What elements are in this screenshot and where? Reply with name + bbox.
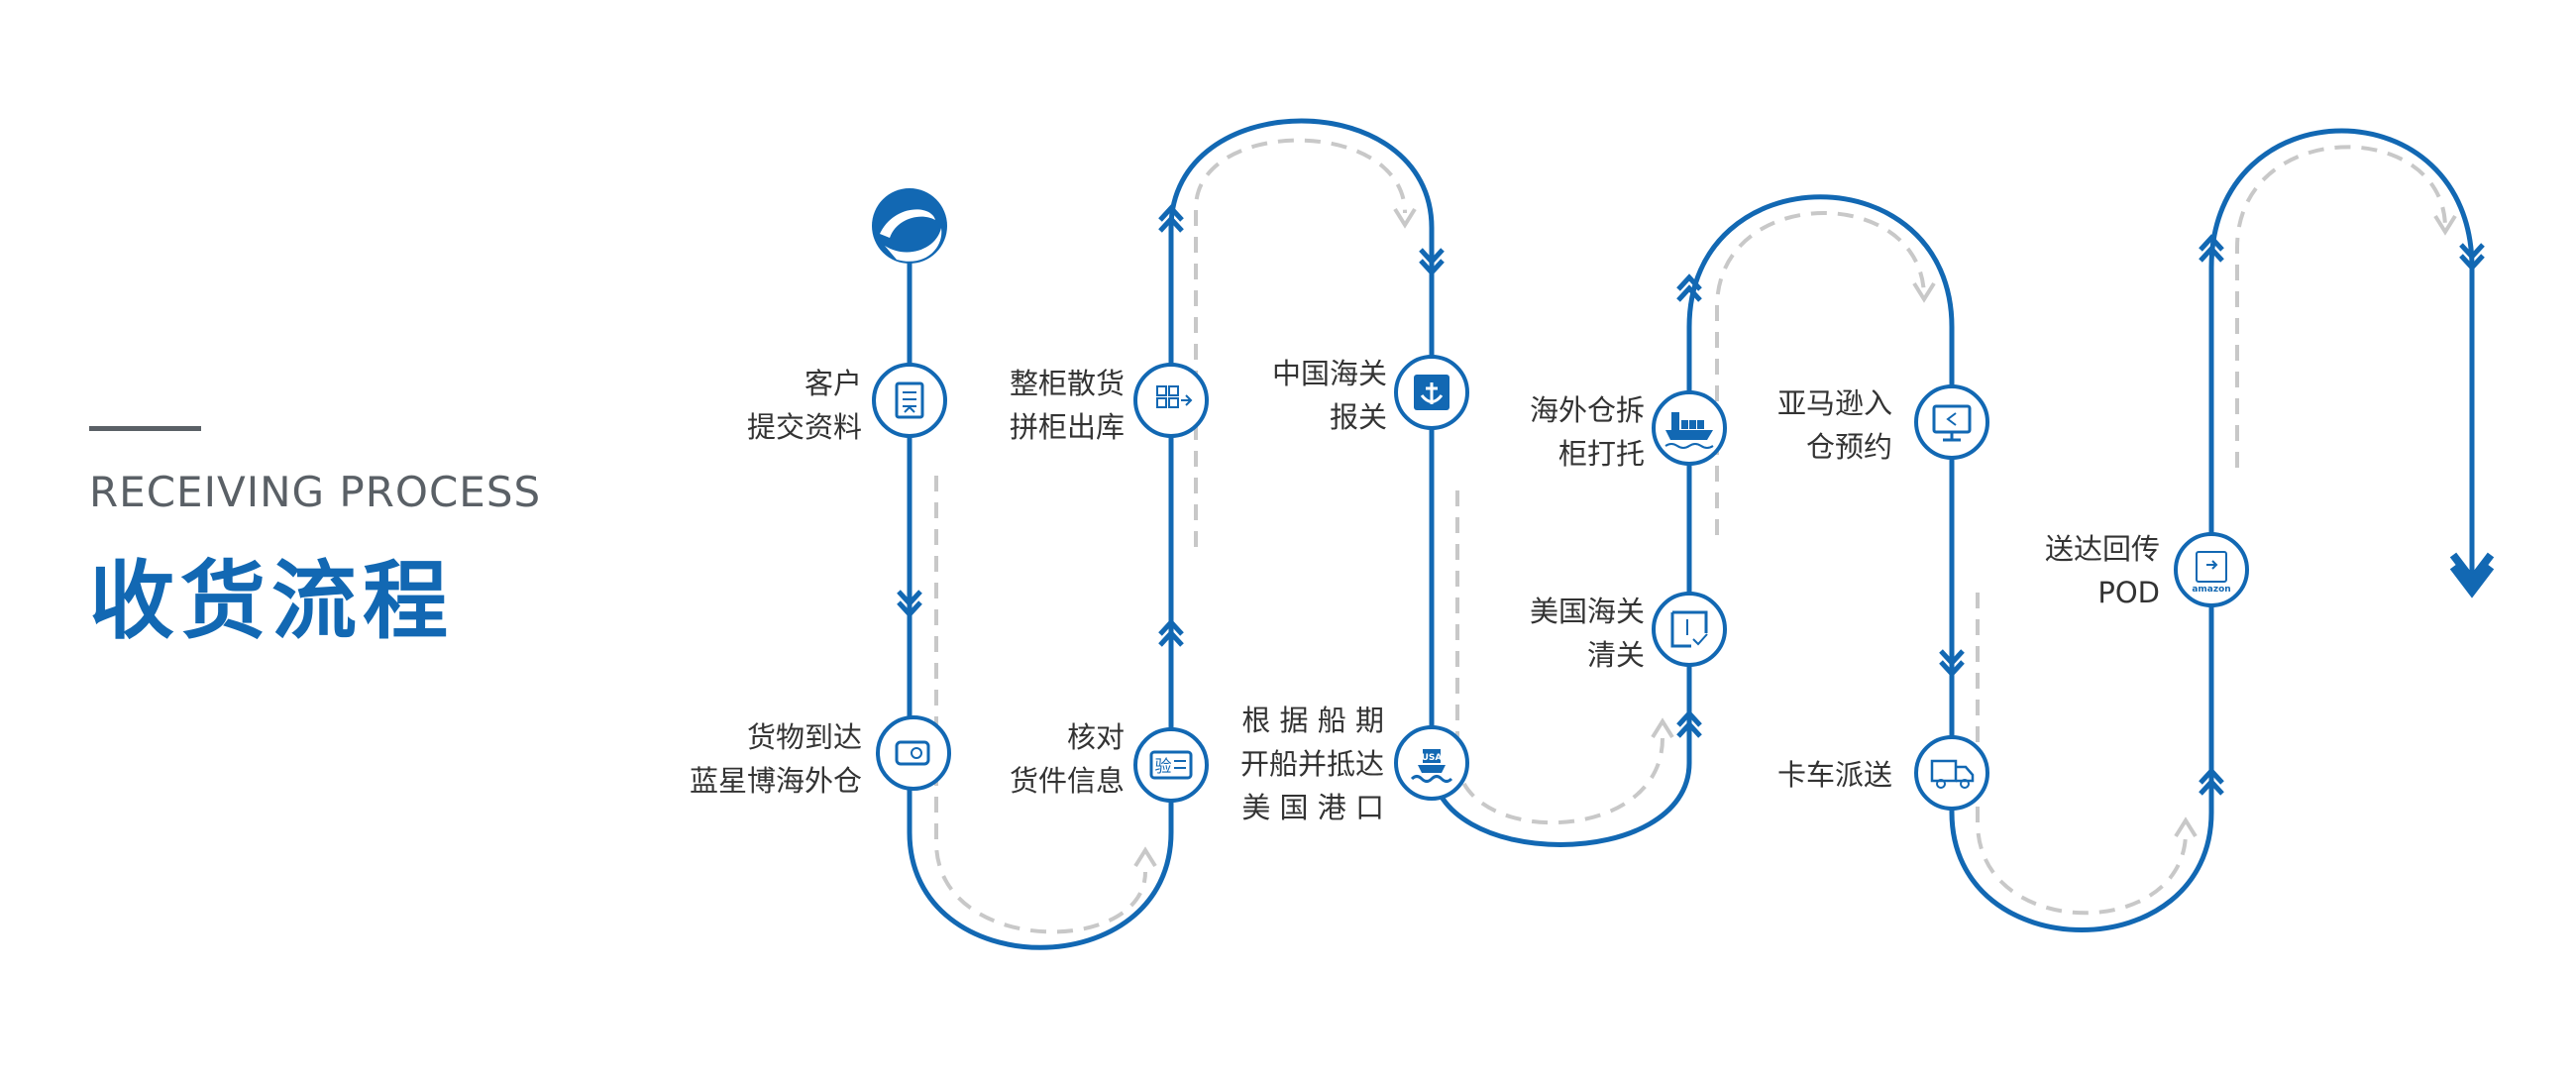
step-label-line: 提交资料 bbox=[746, 410, 862, 444]
flow-arrow bbox=[1676, 273, 1702, 302]
step-node bbox=[1394, 355, 1469, 430]
dashed-arrowhead bbox=[1651, 717, 1674, 739]
monitor-login-icon bbox=[1932, 404, 1972, 442]
step-label: 根 据 船 期开船并抵达美 国 港 口 bbox=[1047, 699, 1384, 829]
step-label: 货物到达蓝星博海外仓 bbox=[525, 715, 862, 803]
cargo-ship-icon bbox=[1664, 412, 1714, 449]
step-label-line: 卡车派送 bbox=[1776, 758, 1892, 792]
step-node bbox=[872, 363, 947, 438]
step-label-line: 海外仓拆 bbox=[1529, 393, 1645, 427]
customs-check-icon bbox=[1670, 610, 1708, 648]
id-card-verify-icon: 验 bbox=[1149, 750, 1193, 780]
dashed-arrowhead bbox=[2174, 816, 2198, 838]
step-node: 验 bbox=[1133, 727, 1209, 803]
grid-out-icon bbox=[1156, 385, 1193, 408]
step-label-line: 仓预约 bbox=[1805, 430, 1892, 464]
ship-usa-icon: USA bbox=[1410, 749, 1453, 783]
step-label: 海外仓拆柜打托 bbox=[1308, 388, 1645, 476]
flow-arrow bbox=[1419, 248, 1445, 276]
step-node-ring bbox=[1652, 592, 1727, 667]
step-label-line: 核对 bbox=[1066, 720, 1125, 754]
flow-arrow bbox=[2199, 767, 2224, 796]
wallet-location-icon bbox=[895, 740, 930, 766]
truck-delivery-icon bbox=[1930, 759, 1975, 789]
step-label-line: POD bbox=[2097, 576, 2160, 609]
step-label: 中国海关报关 bbox=[1050, 352, 1387, 439]
dashed-arrowhead bbox=[1393, 207, 1417, 229]
step-label-line: 报关 bbox=[1329, 400, 1387, 434]
step-node: amazon bbox=[2174, 532, 2249, 607]
step-label: 卡车派送 bbox=[1556, 753, 1892, 797]
page-subtitle: RECEIVING PROCESS bbox=[89, 468, 542, 516]
step-node bbox=[1652, 592, 1727, 667]
step-label-line: 清关 bbox=[1586, 638, 1645, 672]
dashed-arrowhead bbox=[1133, 846, 1157, 868]
flow-arrow bbox=[1158, 204, 1184, 233]
flow-arrow bbox=[1676, 709, 1702, 738]
step-label-line: 开船并抵达 bbox=[1239, 747, 1384, 781]
flow-arrow bbox=[2199, 234, 2224, 263]
anchor-customs-icon bbox=[1414, 375, 1449, 410]
step-node-ring bbox=[1133, 363, 1209, 438]
step-node bbox=[1914, 384, 1989, 460]
company-logo bbox=[872, 188, 947, 264]
step-label: 亚马逊入仓预约 bbox=[1556, 381, 1892, 469]
step-node: USA bbox=[1394, 725, 1469, 801]
icon-text: 验 bbox=[1155, 757, 1172, 777]
step-label-line: 客户 bbox=[804, 367, 862, 400]
flow-arrow bbox=[2459, 243, 2485, 272]
step-label-line: 整柜散货 bbox=[1009, 367, 1125, 400]
title-rule bbox=[89, 426, 201, 431]
dashed-arrowhead bbox=[1912, 281, 1936, 303]
step-label-line: 美 国 港 口 bbox=[1241, 791, 1384, 824]
main-route-line bbox=[907, 118, 2475, 950]
step-label-line: 货件信息 bbox=[1009, 764, 1125, 798]
step-node bbox=[1133, 363, 1209, 438]
step-label-line: 亚马逊入 bbox=[1776, 386, 1892, 420]
icon-text: USA bbox=[1422, 753, 1443, 763]
step-label-line: 中国海关 bbox=[1271, 357, 1387, 390]
step-label: 美国海关清关 bbox=[1308, 590, 1645, 677]
document-upload-icon bbox=[895, 381, 924, 419]
step-label-line: 货物到达 bbox=[746, 720, 862, 754]
step-label: 整柜散货拼柜出库 bbox=[788, 362, 1125, 449]
end-arrow bbox=[2449, 552, 2495, 587]
icon-text: amazon bbox=[2192, 585, 2230, 595]
step-node-ring bbox=[876, 715, 951, 791]
step-label-line: 根 据 船 期 bbox=[1241, 704, 1384, 737]
step-label-line: 拼柜出库 bbox=[1009, 410, 1125, 444]
end-arrow bbox=[2449, 564, 2495, 598]
step-label: 送达回传 POD bbox=[1823, 527, 2160, 614]
step-node-ring bbox=[1133, 727, 1209, 803]
flow-arrow bbox=[1939, 649, 1965, 678]
step-label: 核对货件信息 bbox=[788, 715, 1125, 803]
dashed-guide-line bbox=[934, 138, 2447, 934]
step-node-ring bbox=[2174, 532, 2249, 607]
dashed-arrowhead bbox=[2433, 214, 2457, 236]
step-label-line: 蓝星博海外仓 bbox=[689, 764, 862, 798]
amazon-box-icon: amazon bbox=[2192, 551, 2231, 595]
step-node bbox=[1652, 390, 1727, 466]
step-label-line: 美国海关 bbox=[1529, 595, 1645, 628]
step-node-ring bbox=[1914, 735, 1989, 811]
step-node bbox=[876, 715, 951, 791]
flow-arrow bbox=[897, 590, 922, 618]
flow-arrow bbox=[1158, 618, 1184, 647]
step-label-line: 柜打托 bbox=[1557, 437, 1645, 471]
step-label: 客户提交资料 bbox=[525, 362, 862, 449]
step-label-line: 送达回传 bbox=[2044, 532, 2160, 566]
step-node bbox=[1914, 735, 1989, 811]
page-title: 收货流程 bbox=[89, 552, 454, 651]
